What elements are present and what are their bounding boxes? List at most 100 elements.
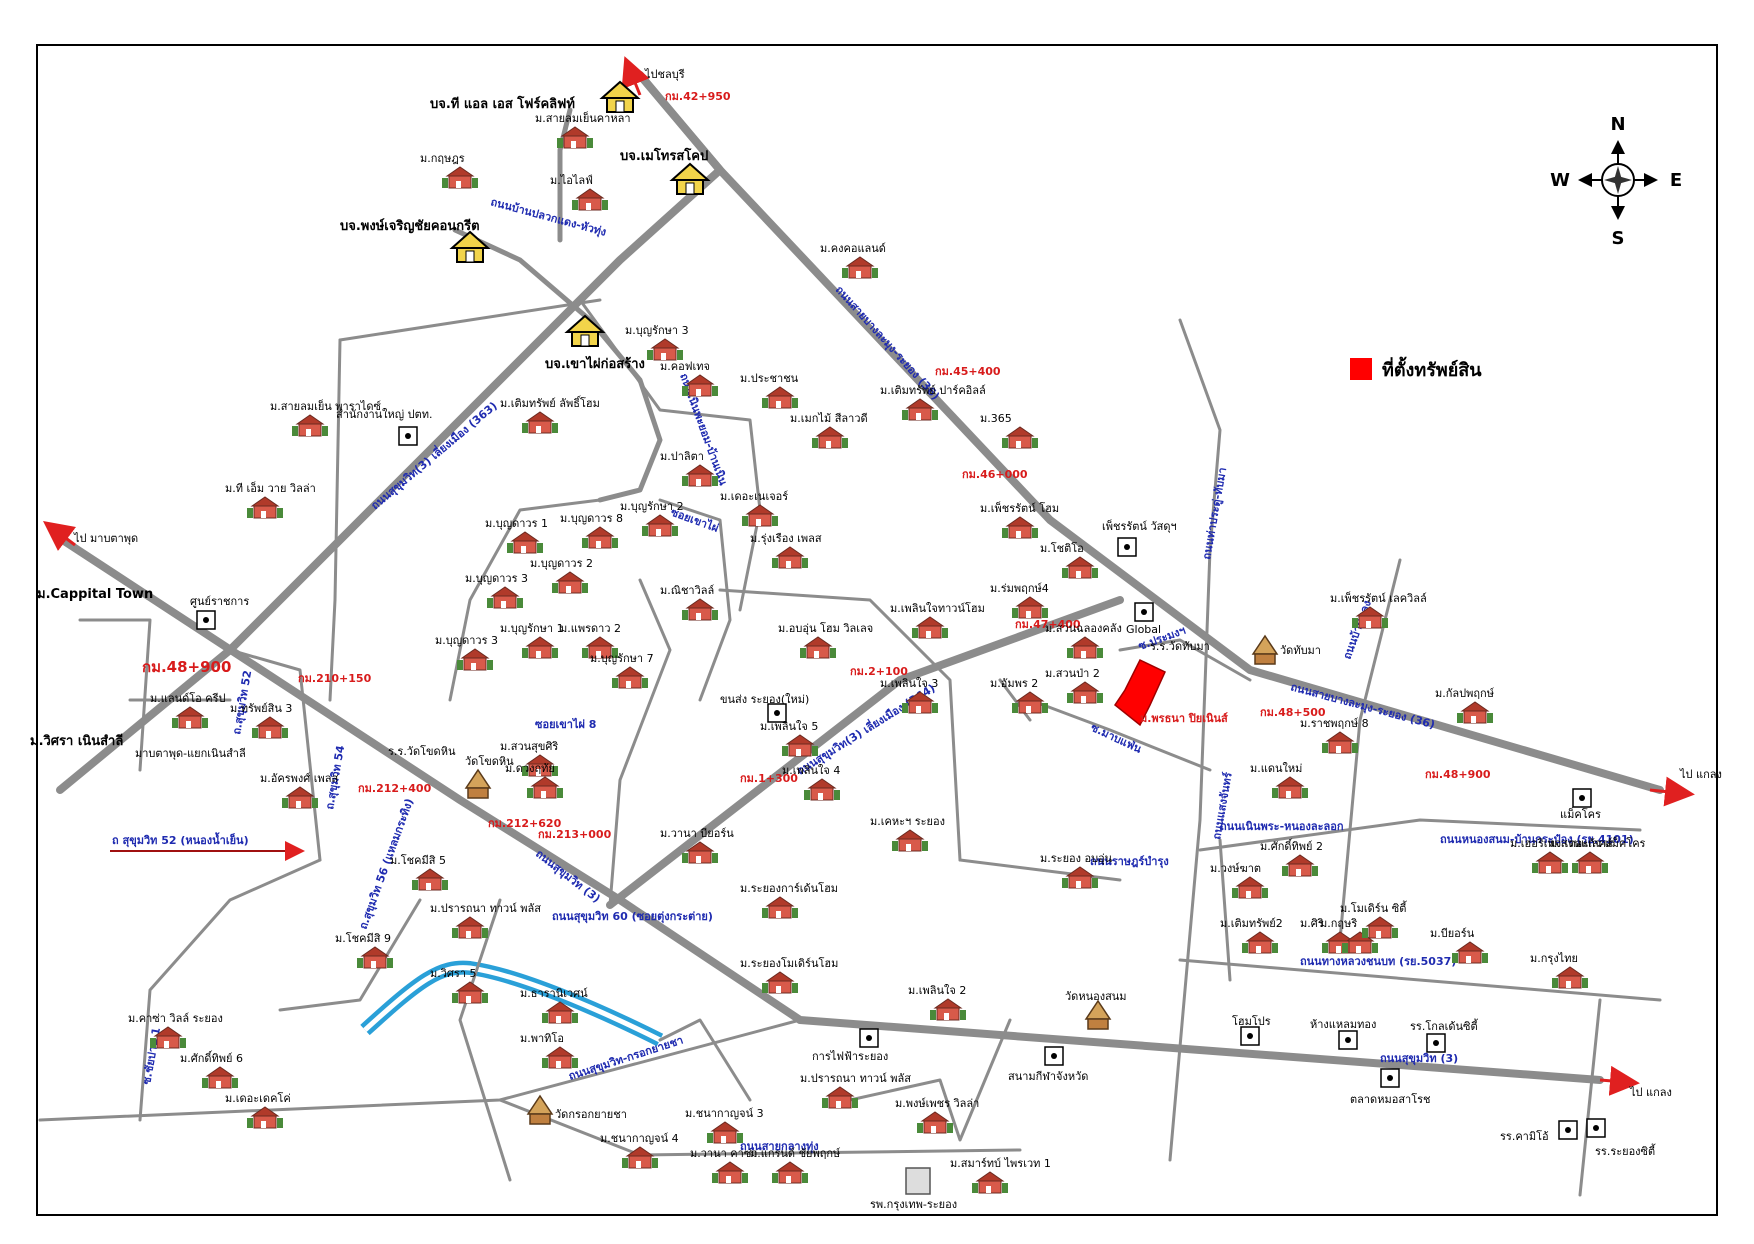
village-label: ม.ณิชาวิลล์: [660, 584, 714, 597]
village-label: ม.สวนแก้ว แม็คโคร: [1550, 836, 1646, 850]
village-label: ม.กัลปพฤกษ์: [1435, 687, 1494, 700]
compass-s: S: [1612, 228, 1625, 249]
company-metro: บจ.เมโทรสโคป: [620, 147, 708, 164]
place-sunrachakan: ศูนย์ราชการ: [190, 595, 249, 608]
village-label: ม.ชนากาญจน์ 3: [685, 1107, 764, 1120]
compass-n: N: [1610, 114, 1625, 135]
compass-e: E: [1670, 170, 1682, 191]
road-label-lang: ถนนสายกลางทุ่ง: [740, 1140, 819, 1154]
village-label: ม.สายลมเย็นคาหลา: [535, 111, 631, 125]
road-label-3-bottom: ถนนสุขุมวิท (3): [1380, 1052, 1458, 1066]
road-label-bor: ถนนทางหลวงชนบท (รย.5037): [1300, 955, 1456, 968]
village-label: ม.เฮอริเทจ เดอะเลคส์: [1510, 837, 1613, 850]
village-label: ม.วิศรา 5: [430, 967, 477, 980]
legend: ที่ตั้งทรัพย์สิน: [1350, 356, 1482, 381]
km-48900-right: กม.48+900: [1425, 768, 1491, 781]
place-stadium: สนามกีฬาจังหวัด: [1008, 1070, 1088, 1083]
label-klaeng-bottom: ไป แกลง: [1629, 1086, 1672, 1099]
place-wat-krok: วัดกรอกยายชา: [555, 1108, 627, 1121]
village-label: ม.อบอุ่น โฮม วิลเลจ: [778, 621, 873, 635]
village-label: ม.สมาร์ทบ์ ไพรเวท 1: [950, 1157, 1051, 1170]
road-36: [636, 71, 1664, 794]
km-47400: กม.47+400: [1015, 618, 1081, 631]
legend-swatch: [1350, 358, 1372, 380]
place-wat-khodhin: วัดโขดหิน: [465, 754, 514, 768]
village-label: ม.บุญรักษา 7: [590, 652, 654, 665]
village-label: ม.กฤษฎร: [420, 152, 465, 165]
village-label: ม.โชติโอ: [1040, 541, 1084, 555]
direction-arrows: [43, 56, 1695, 1096]
place-hospital: รพ.กรุงเทพ-ระยอง: [870, 1198, 957, 1211]
village-label: ม.เพลินใจ 5: [760, 720, 818, 733]
village-label: ม.ระยองการ์เด้นโฮม: [740, 881, 838, 895]
km-48900-big: กม.48+900: [142, 658, 231, 676]
village-label: ม.365: [980, 412, 1012, 425]
km-1300: กม.1+300: [740, 772, 798, 785]
village-label: ม.บุญรักษา 3: [625, 324, 689, 337]
place-electric: การไฟฟ้าระยอง: [812, 1050, 888, 1063]
village-label: ม.ปาลิตา: [660, 450, 704, 463]
village-label: ม.อัมพร 2: [990, 677, 1038, 690]
village-label: ม.วานา บียอร์น: [660, 827, 734, 840]
village-label: ม.ระยองโมเดิร์นโฮม: [740, 956, 838, 970]
legend-label: ที่ตั้งทรัพย์สิน: [1382, 356, 1482, 381]
company-khaophai: บจ.เขาไผ่ก่อสร้าง: [545, 355, 645, 372]
place-wat-tubma: วัดทับมา: [1280, 644, 1321, 657]
village-label: ม.บุญรักษา 2: [620, 500, 684, 513]
road-364: [606, 596, 1124, 909]
village-label: ม.คาซ่า วิลล์ ระยอง: [128, 1012, 223, 1025]
village-label: ม.ที เอ็ม วาย วิลล่า: [225, 481, 316, 495]
road-label-ratbamrung: ถนนราษฎร์บำรุง: [1090, 855, 1169, 869]
label-chonburi: ไปชลบุรี: [644, 68, 685, 81]
village-label: ม.ศักดิ์ทิพย์ 6: [180, 1050, 243, 1065]
village-label: ม.แกรนด์ ชัยพฤกษ์: [750, 1147, 841, 1160]
place-rr-kamoo: รร.คามิโอ้: [1500, 1129, 1549, 1143]
place-rr-tubma: ร.ร.วัดทับมา: [1150, 640, 1210, 653]
village-label: ม.เดอะเดคโค่: [225, 1091, 291, 1105]
village-label: ม.เดอะเนเจอร์: [720, 490, 788, 503]
road-label-suk60: ถนนสุขุมวิท 60 (ซอยตุ่งกระต่าย): [552, 910, 713, 924]
village-label: ม.ศักดิ์ทิพย์ 2: [1260, 838, 1323, 853]
company-pong: บจ.พงษ์เจริญชัยคอนกรีต: [340, 218, 480, 234]
village-label: ม.บุญดาวร 3: [465, 572, 528, 585]
place-visara: ม.วิศรา เนินสำลี: [30, 733, 123, 749]
village-label: ม.เพลินใจ 2: [908, 984, 966, 997]
village-label: ม.ดวงฤทัย: [505, 762, 555, 775]
village-label: ม.เติมทรัพย์ ลัพธิ์โฮม: [500, 395, 600, 410]
label-klaeng-top: ไป แกลง: [1679, 768, 1722, 781]
village-label: ม.เพลินใจทาวน์โฮม: [890, 601, 985, 615]
village-label: ม.กรุงไทย: [1530, 952, 1578, 965]
village-label: ม.โชคมีสิ 9: [335, 931, 391, 945]
km-48500: กม.48+500: [1260, 706, 1326, 719]
village-label: ม.เพ็ชรรัตน์ โฮม: [980, 501, 1059, 515]
road-network: [38, 71, 1664, 1197]
village-label: ม.ปรารถนา ทาวน์ พลัส: [800, 1072, 911, 1085]
km-2100: กม.2+100: [850, 665, 908, 678]
village-label: ม.เติมทรัพย์ ปาร์คอิลล์: [880, 384, 986, 397]
place-makro: แม็คโคร: [1560, 807, 1601, 821]
village-label: ม.สวนสุขศิริ: [500, 740, 558, 753]
village-label: ม.สายลมเย็น พาราไดซ์: [270, 399, 381, 413]
place-wat-nongsanom: วัดหนองสนม: [1065, 990, 1127, 1003]
village-label: ม.ทรัพย์สิน 3: [230, 702, 292, 715]
km-212620: กม.212+620: [488, 817, 562, 830]
place-petcharat: เพ็ชรรัตน์ วัสดุฯ: [1102, 519, 1177, 533]
place-wat-chedi: ร.ร.วัดโขดหิน: [388, 744, 456, 758]
map-border: [36, 44, 1718, 1216]
village-label: ม.สวนป่า 2: [1045, 667, 1100, 680]
village-label: ม.แดนใหม่: [1250, 762, 1302, 775]
place-global: Global: [1126, 623, 1161, 636]
km-213000: กม.213+000: [538, 828, 612, 841]
km-45400: กม.45+400: [935, 365, 1001, 378]
village-label: ม.ศิริ: [1300, 917, 1324, 930]
village-label: ม.อัครพงศ์ เพลส: [260, 772, 338, 785]
village-label: ม.เมกไม้ สีลาวดี: [790, 412, 868, 425]
place-khonsong: ขนส่ง ระยอง(ใหม่): [720, 693, 809, 706]
place-homepro: โฮมโปร: [1232, 1014, 1271, 1028]
village-label: ม.บุญดาวร 8: [560, 512, 623, 525]
village-label: ม.ชนากาญจน์ 4: [600, 1132, 679, 1145]
village-label: ม.เพลินใจ 3: [880, 677, 938, 690]
village-label: ม.เคหะฯ ระยอง: [870, 815, 945, 828]
place-laemthong: ห้างแหลมทอง: [1310, 1018, 1376, 1031]
